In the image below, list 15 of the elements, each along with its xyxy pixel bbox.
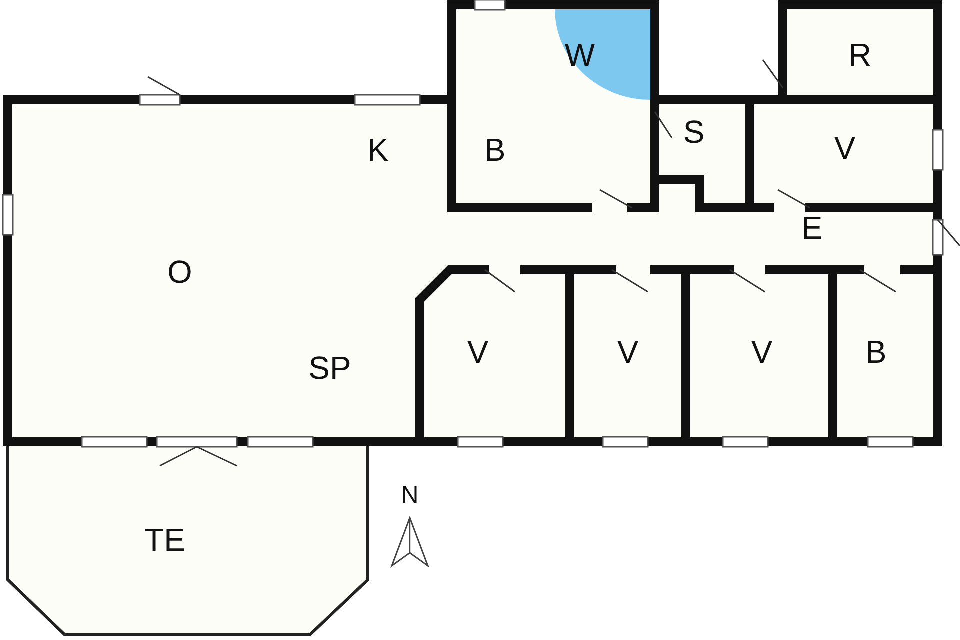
room-label: SP — [308, 351, 352, 385]
room-label: V — [834, 131, 856, 165]
room-label: S — [683, 115, 705, 149]
room-label: TE — [144, 523, 186, 557]
room-label: R — [848, 38, 872, 72]
room-label: K — [367, 133, 389, 167]
room-label: B — [865, 335, 887, 369]
compass-label: N — [401, 483, 419, 509]
room-label: W — [564, 38, 596, 72]
room-label: B — [484, 133, 506, 167]
room-label: O — [168, 255, 192, 289]
room-label: V — [617, 335, 639, 369]
room-label: V — [751, 335, 773, 369]
room-label: V — [467, 335, 489, 369]
room-label: E — [801, 211, 823, 245]
